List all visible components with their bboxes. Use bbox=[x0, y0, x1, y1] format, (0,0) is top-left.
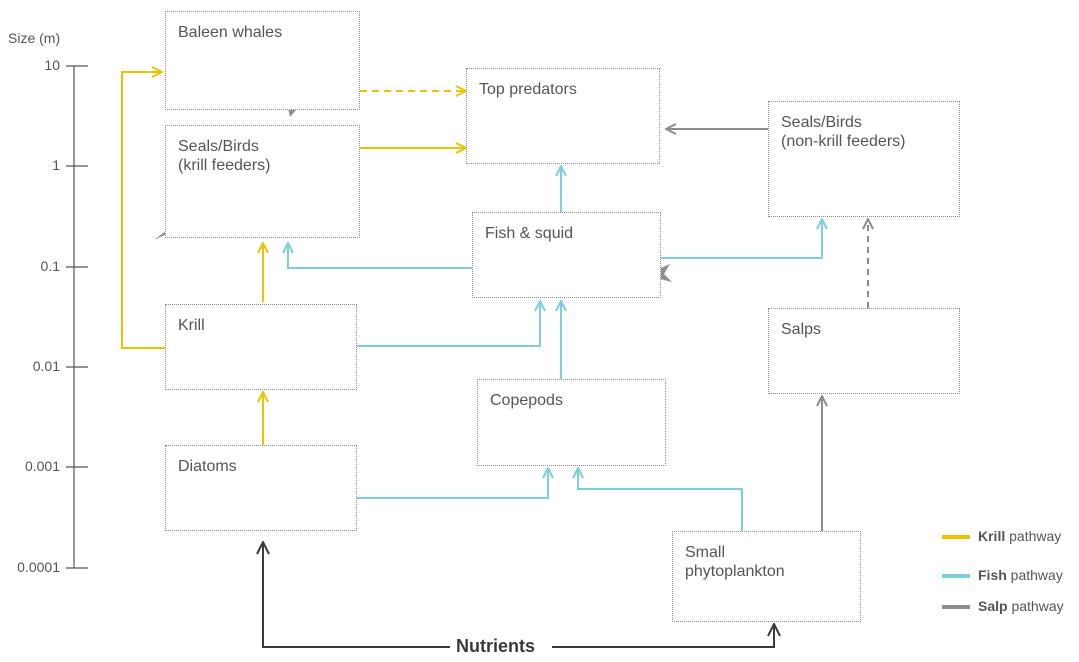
fish-squid-node: Fish & squid bbox=[472, 212, 661, 298]
copepods-label: Copepods bbox=[490, 391, 563, 410]
salps-node: Salps bbox=[768, 308, 960, 394]
top-predators-label: Top predators bbox=[479, 80, 577, 99]
phyto-to-copepods-arrow bbox=[578, 468, 742, 531]
size-axis bbox=[66, 66, 88, 568]
nutrients-label: Nutrients bbox=[456, 636, 535, 657]
legend-suffix-krill: pathway bbox=[1005, 528, 1061, 544]
legend-suffix-salp: pathway bbox=[1008, 598, 1064, 614]
legend-key-salp: Salp bbox=[978, 598, 1008, 614]
baleen-whales-label: Baleen whales bbox=[178, 23, 282, 42]
legend-swatch-fish bbox=[942, 574, 970, 578]
small-phytoplankton-label: Small phytoplankton bbox=[685, 543, 785, 581]
legend-swatch-salp bbox=[942, 605, 970, 609]
copepods-node: Copepods bbox=[477, 379, 666, 466]
tick-label-0-0001: 0.0001 bbox=[0, 559, 60, 575]
fish-to-seals-nonkrill-arrow bbox=[661, 219, 822, 258]
legend-suffix-fish: pathway bbox=[1007, 567, 1063, 583]
seals-birds-nonkrill-label: Seals/Birds (non-krill feeders) bbox=[781, 113, 905, 151]
krill-node: Krill bbox=[165, 304, 357, 390]
tick-label-0-1: 0.1 bbox=[0, 258, 60, 274]
fish-squid-label: Fish & squid bbox=[485, 224, 573, 243]
diatoms-node: Diatoms bbox=[165, 445, 357, 531]
diatoms-label: Diatoms bbox=[178, 457, 237, 476]
tick-label-10: 10 bbox=[0, 57, 60, 73]
tick-label-1: 1 bbox=[0, 157, 60, 173]
legend-fish: Fish pathway bbox=[942, 567, 1063, 583]
legend-key-krill: Krill bbox=[978, 528, 1005, 544]
legend-salp: Salp pathway bbox=[942, 598, 1064, 614]
size-axis-title: Size (m) bbox=[8, 30, 60, 46]
salps-label: Salps bbox=[781, 320, 821, 339]
tick-label-0-01: 0.01 bbox=[0, 358, 60, 374]
nutrients-to-phyto-arrow bbox=[552, 624, 774, 647]
tick-label-0-001: 0.001 bbox=[0, 458, 60, 474]
krill-to-fish-arrow bbox=[357, 301, 540, 346]
krill-label: Krill bbox=[178, 316, 205, 335]
top-predators-node: Top predators bbox=[466, 68, 660, 164]
baleen-whales-node: Baleen whales bbox=[165, 11, 360, 110]
diatoms-to-copepods-arrow bbox=[357, 468, 548, 498]
nutrients-to-diatoms-arrow bbox=[263, 542, 450, 647]
legend-key-fish: Fish bbox=[978, 567, 1007, 583]
fish-to-seals-arrow bbox=[288, 243, 472, 268]
seals-birds-krill-node: Seals/Birds (krill feeders) bbox=[165, 125, 360, 238]
small-phytoplankton-node: Small phytoplankton bbox=[672, 531, 861, 622]
legend-swatch-krill bbox=[942, 535, 970, 539]
seals-birds-nonkrill-node: Seals/Birds (non-krill feeders) bbox=[768, 101, 960, 217]
seals-birds-krill-label: Seals/Birds (krill feeders) bbox=[178, 137, 270, 175]
legend-krill: Krill pathway bbox=[942, 528, 1061, 544]
krill-to-baleen-arrow bbox=[122, 72, 165, 348]
